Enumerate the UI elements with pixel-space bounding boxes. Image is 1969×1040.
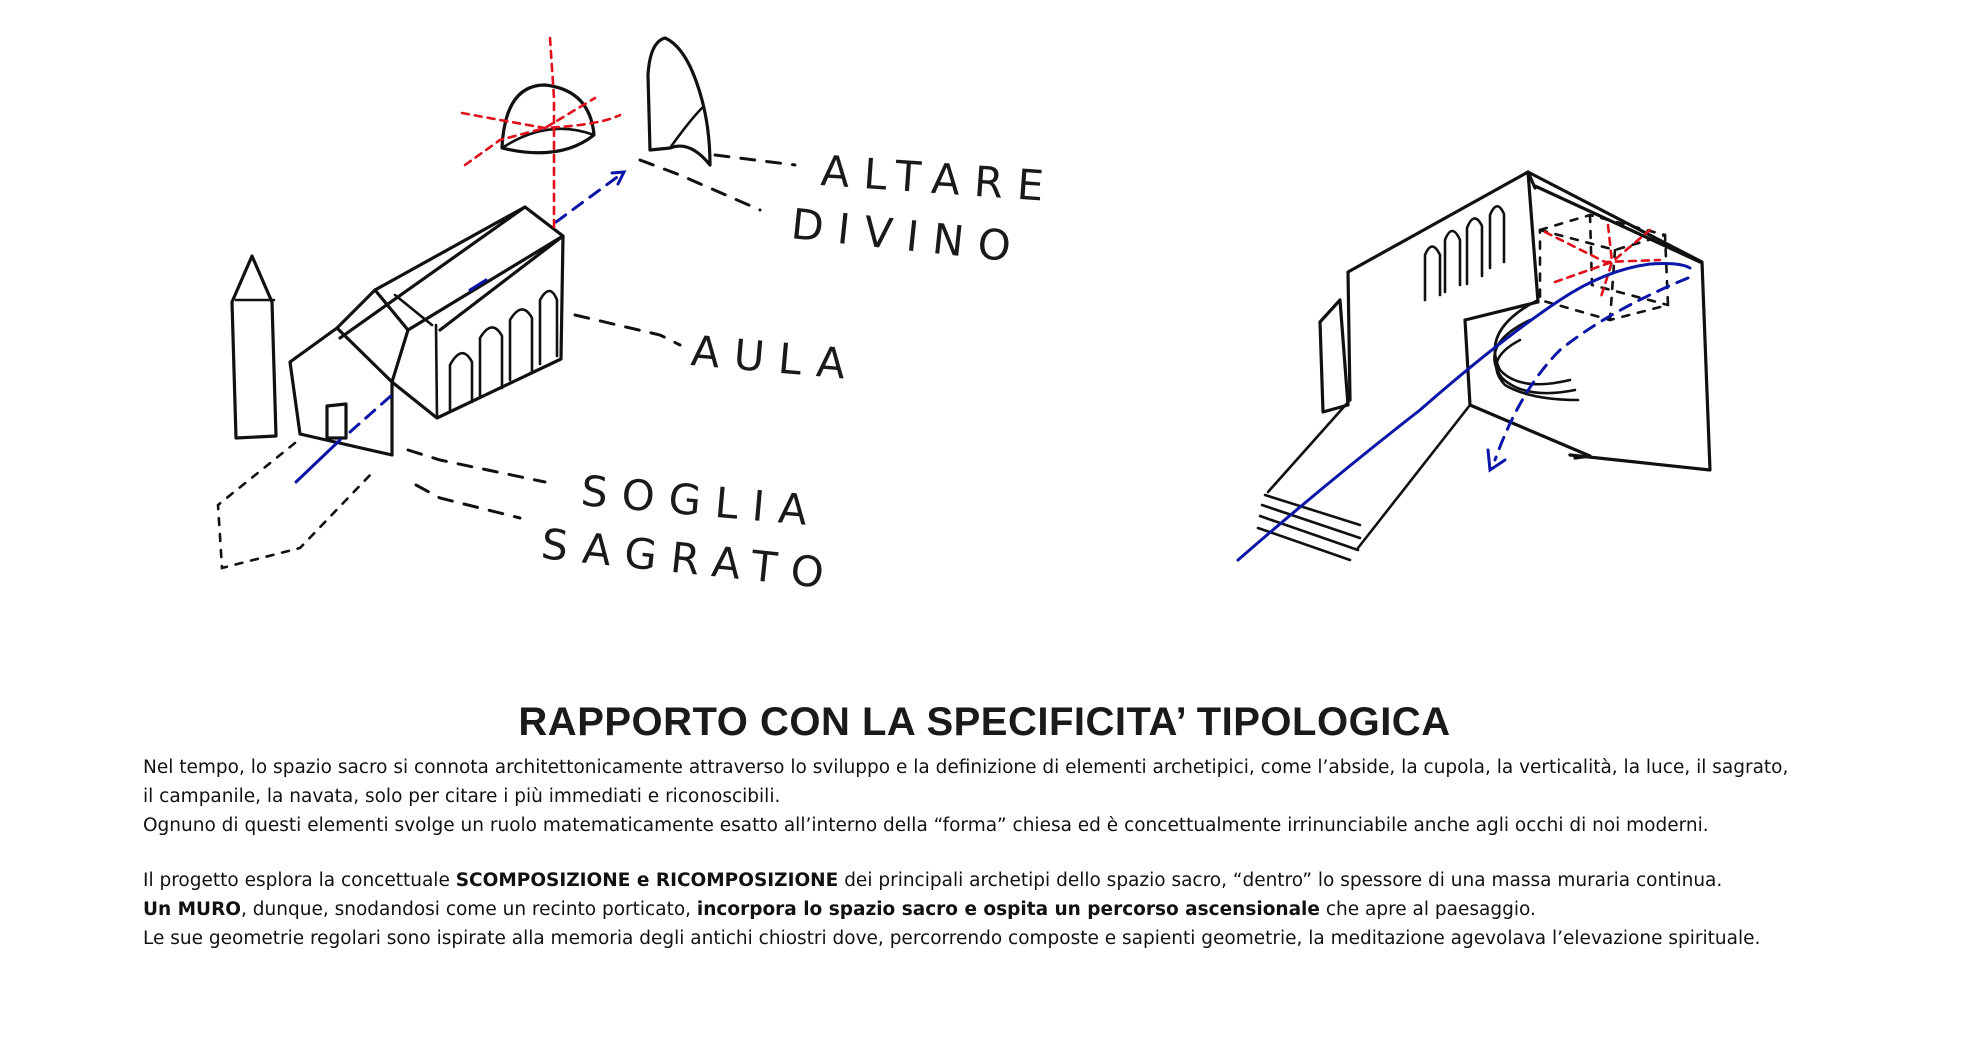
nave-arches: [448, 351, 474, 412]
cube-axes: [1543, 230, 1662, 264]
p2-l2-text-end: che apre al paesaggio.: [1319, 899, 1536, 920]
label-aula: AULA: [689, 326, 861, 390]
wall-arches: [1423, 245, 1442, 302]
paragraph2-line1: Il progetto esplora la concettuale SCOMP…: [143, 866, 1863, 895]
paragraph1-line3: Ognuno di questi elementi svolge un ruol…: [143, 815, 1709, 836]
left-sketch-church: [216, 36, 712, 570]
bell-tower: [230, 254, 278, 440]
spiral-ramp: [1493, 298, 1572, 386]
description-text: Nel tempo, lo spazio sacro si connota ar…: [143, 753, 1863, 953]
axis-line: [294, 438, 342, 484]
nave-volume: [338, 205, 565, 340]
dome: [500, 83, 596, 155]
label-divino: DIVINO: [789, 199, 1027, 272]
page-title: RAPPORTO CON LA SPECIFICITA’ TIPOLOGICA: [518, 700, 1451, 744]
p2-l2-bold-muro: Un MURO: [143, 899, 242, 920]
sagrato-outline: [216, 441, 374, 570]
paragraph1-line1: Nel tempo, lo spazio sacro si connota ar…: [143, 757, 1789, 778]
p2-l1-text-end: dei principali archetipi dello spazio sa…: [838, 870, 1723, 891]
label-altare: ALTARE: [819, 146, 1059, 211]
p2-l1-bold: SCOMPOSIZIONE e RICOMPOSIZIONE: [455, 870, 839, 891]
paragraph2-line3: Le sue geometrie regolari sono ispirate …: [143, 928, 1761, 949]
facade-block: [288, 326, 394, 457]
concept-sketches: ALTARE DIVINO AULA SOGLIA SAGRATO: [216, 36, 1712, 599]
wall-shard: [1318, 298, 1350, 414]
right-sketch-wall: [1236, 170, 1712, 562]
apse-shell: [646, 36, 712, 167]
procession-path: [1236, 262, 1692, 562]
paragraph2-line2: Un MURO, dunque, snodandosi come un reci…: [143, 895, 1863, 924]
dome-axes: [548, 36, 556, 232]
p2-l2-bold: incorpora lo spazio sacro e ospita un pe…: [696, 899, 1320, 920]
paragraph1-line2: il campanile, la navata, solo per citare…: [143, 786, 781, 807]
label-soglia: SOGLIA: [579, 466, 823, 536]
p2-l2-text: , dunque, snodandosi come un recinto por…: [241, 899, 697, 920]
steps: [1263, 493, 1362, 527]
enclosure-box: [1346, 170, 1537, 402]
leader-lines: [406, 153, 797, 520]
p2-l1-text: Il progetto esplora la concettuale: [143, 870, 456, 891]
